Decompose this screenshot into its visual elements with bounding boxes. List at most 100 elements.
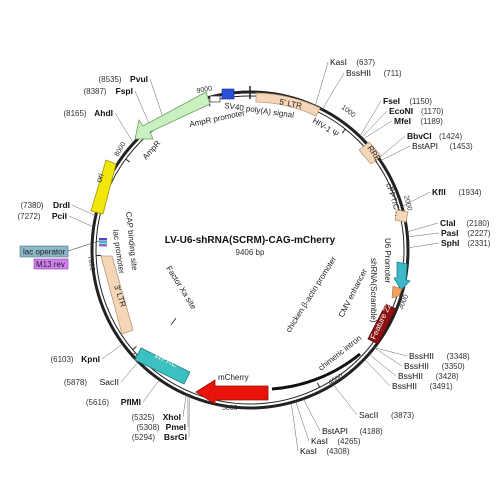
- site-connector-line: [378, 135, 406, 159]
- site-name: PflMI: [121, 397, 141, 407]
- site-name: KasI: [311, 436, 328, 446]
- site-connector-line: [303, 398, 321, 432]
- sv40-feature[interactable]: [221, 88, 235, 100]
- restriction-site[interactable]: BstAPI (4188): [322, 426, 383, 436]
- tick-mark: [125, 158, 131, 163]
- shrna-feature[interactable]: [391, 285, 403, 299]
- site-connector-line: [407, 232, 440, 238]
- restriction-site[interactable]: FspI(8387): [83, 86, 133, 96]
- site-position: (5878): [64, 378, 87, 387]
- restriction-site[interactable]: KasI(4308): [300, 446, 350, 456]
- site-connector-line: [120, 361, 139, 383]
- ori-feature[interactable]: [90, 159, 117, 215]
- tick-label: 7000: [86, 255, 96, 272]
- site-connector-line: [380, 145, 411, 161]
- site-position: (4308): [326, 447, 349, 456]
- restriction-site[interactable]: PflMI(5616): [86, 397, 141, 407]
- restriction-site[interactable]: BssHII(3491): [392, 381, 453, 391]
- site-name: BssHII: [346, 68, 371, 78]
- chimeric-intron-feature[interactable]: [271, 352, 361, 391]
- restriction-site[interactable]: ClaI(2180): [440, 218, 490, 228]
- restriction-site[interactable]: SphI(2331): [441, 238, 491, 248]
- rre-feature[interactable]: [358, 141, 382, 165]
- restriction-site[interactable]: KasI(4265): [311, 436, 361, 446]
- restriction-site[interactable]: SacII(3873): [359, 410, 414, 420]
- site-name: PciI: [52, 211, 67, 221]
- restriction-site[interactable]: KasI(637): [330, 57, 375, 67]
- site-connector-line: [290, 402, 299, 452]
- cppt-feature[interactable]: [394, 209, 409, 223]
- site-connectors: [68, 61, 440, 452]
- shrna-label: shRNA(Scramble): [369, 258, 378, 323]
- site-connector-line: [364, 358, 391, 387]
- lac-operator-box[interactable]: [19, 245, 69, 258]
- restriction-site[interactable]: MfeI(1189): [394, 116, 443, 126]
- tick-mark: [132, 346, 137, 351]
- site-name: BssHII: [398, 371, 423, 381]
- m13rev-box[interactable]: [33, 258, 69, 270]
- restriction-site[interactable]: KpnI(6103): [50, 354, 100, 364]
- restriction-site[interactable]: SacII (5878): [64, 377, 119, 387]
- ltr3-feature[interactable]: [100, 255, 134, 335]
- site-connector-line: [401, 191, 431, 207]
- restriction-site[interactable]: BstAPI(1453): [412, 141, 473, 151]
- site-position: (3350): [442, 362, 465, 371]
- restriction-site[interactable]: BssHII (711): [346, 68, 402, 78]
- restriction-site[interactable]: KflI(1934): [432, 187, 482, 197]
- site-connector-line: [295, 401, 310, 442]
- restriction-site[interactable]: FseI(1150): [383, 96, 432, 106]
- restriction-site[interactable]: DrdI(7380): [20, 200, 70, 210]
- site-connector-line: [361, 110, 388, 139]
- site-name: BstAPI: [322, 426, 348, 436]
- site-connector-line: [142, 379, 160, 403]
- wpre-feature[interactable]: [134, 347, 191, 385]
- lac-feature-stack-3[interactable]: [99, 244, 107, 247]
- mcherry-label: mCherry: [218, 373, 249, 382]
- restriction-site[interactable]: BssHII(3350): [404, 361, 465, 371]
- cmv-enhancer-label: CMV enhancer: [337, 267, 369, 319]
- site-name: SacII: [100, 377, 119, 387]
- site-name: ClaI: [440, 218, 456, 228]
- tick-label: 2000: [402, 195, 413, 212]
- u6-feature[interactable]: [393, 261, 411, 291]
- site-position: (5308): [136, 423, 159, 432]
- restriction-site[interactable]: PasI(2227): [441, 228, 491, 238]
- plasmid-title: LV-U6-shRNA(SCRM)-CAG-mCherry: [165, 235, 336, 246]
- feature22-feature[interactable]: [367, 303, 397, 345]
- restriction-site[interactable]: EcoNI(1170): [389, 106, 444, 116]
- restriction-site[interactable]: BssHII(3428): [398, 371, 459, 381]
- restriction-site[interactable]: BssHII(3348): [409, 351, 470, 361]
- lac-feature-stack-2[interactable]: [99, 241, 107, 244]
- site-connector-line: [359, 100, 382, 137]
- lac-feature-stack-1[interactable]: [99, 238, 107, 241]
- site-position: (8535): [98, 75, 121, 84]
- site-name: PmeI: [166, 422, 186, 432]
- mcherry-feature[interactable]: [195, 379, 269, 405]
- restriction-site[interactable]: XhoI(5325): [131, 412, 181, 422]
- cap-site-label: CAP binding site: [124, 211, 139, 271]
- site-connector-line: [149, 78, 164, 119]
- restriction-site[interactable]: PciI (7272): [17, 211, 67, 221]
- restriction-site[interactable]: BsrGI(5294): [132, 432, 187, 442]
- ampr-feature[interactable]: [134, 91, 211, 140]
- site-position: (637): [356, 58, 375, 67]
- site-position: (6103): [50, 355, 73, 364]
- restriction-site[interactable]: AhdI(8165): [63, 108, 113, 118]
- restriction-site[interactable]: PvuI(8535): [98, 74, 148, 84]
- restriction-site[interactable]: PmeI (5308): [136, 422, 186, 432]
- ampr-promoter-feature[interactable]: [209, 95, 221, 103]
- site-position: (7272): [17, 212, 40, 221]
- site-position: (5294): [132, 433, 155, 442]
- restriction-site[interactable]: BbvCI(1424): [407, 131, 462, 141]
- tick-label: 8000: [114, 141, 128, 158]
- site-name: BssHII: [392, 381, 417, 391]
- site-position: (711): [384, 69, 402, 78]
- site-connector-line: [314, 61, 329, 107]
- lac-operator-label: lac operator: [23, 248, 66, 257]
- factor-xa-feature[interactable]: [170, 317, 177, 326]
- site-position: (4188): [360, 427, 383, 436]
- site-position: (3873): [391, 411, 414, 420]
- ltr5-feature[interactable]: [255, 92, 321, 117]
- site-position: (3348): [447, 352, 470, 361]
- site-name: PasI: [441, 228, 459, 238]
